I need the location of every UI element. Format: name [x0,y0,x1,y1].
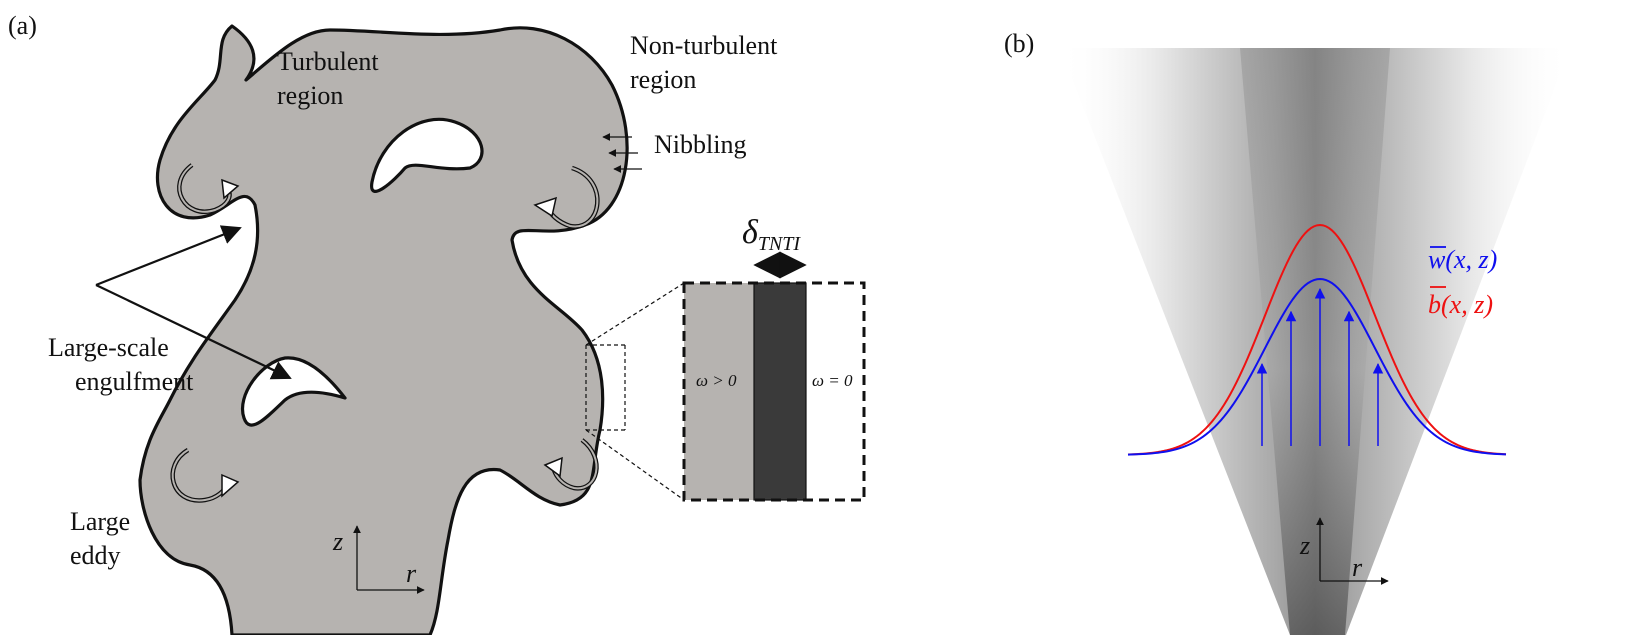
delta-tnti-label: δTNTI [742,214,801,255]
large-eddy-label-1: Large [70,507,130,536]
omega-zero-label: ω = 0 [812,371,853,390]
turbulent-region-label-1: Turbulent [277,47,379,76]
panel-a-z-label: z [332,527,343,556]
panel-a: (a) [8,11,864,635]
vortical-zone [684,283,754,500]
velocity-label-text: w(x, z) [1428,245,1497,274]
panel-b: (b) w(x, z) b(x, z) z r [1004,29,1570,635]
omega-positive-label: ω > 0 [696,371,737,390]
velocity-label: w(x, z) [1428,245,1497,274]
large-eddy-label-2: eddy [70,541,121,570]
panel-b-z-label: z [1299,531,1310,560]
turbulent-region-label-2: region [277,81,343,110]
tnti-inset: ω > 0 ω = 0 δTNTI [684,214,864,500]
panel-b-r-label: r [1352,553,1363,582]
panel-a-r-label: r [406,559,417,588]
engulfment-label-1: Large-scale [48,333,169,362]
buoyancy-label-text: b(x, z) [1428,290,1493,319]
buoyancy-label: b(x, z) [1428,287,1493,319]
nibbling-label: Nibbling [654,130,746,159]
panel-b-tag: (b) [1004,29,1034,58]
engulfment-label-2: engulfment [75,367,194,396]
engulfment-arrow-upper [96,228,240,285]
nonturbulent-region-label-2: region [630,65,696,94]
tnti-layer [754,283,806,500]
turbulent-region-shape [140,26,627,635]
panel-a-tag: (a) [8,11,37,40]
nonturbulent-region-label-1: Non-turbulent [630,31,778,60]
